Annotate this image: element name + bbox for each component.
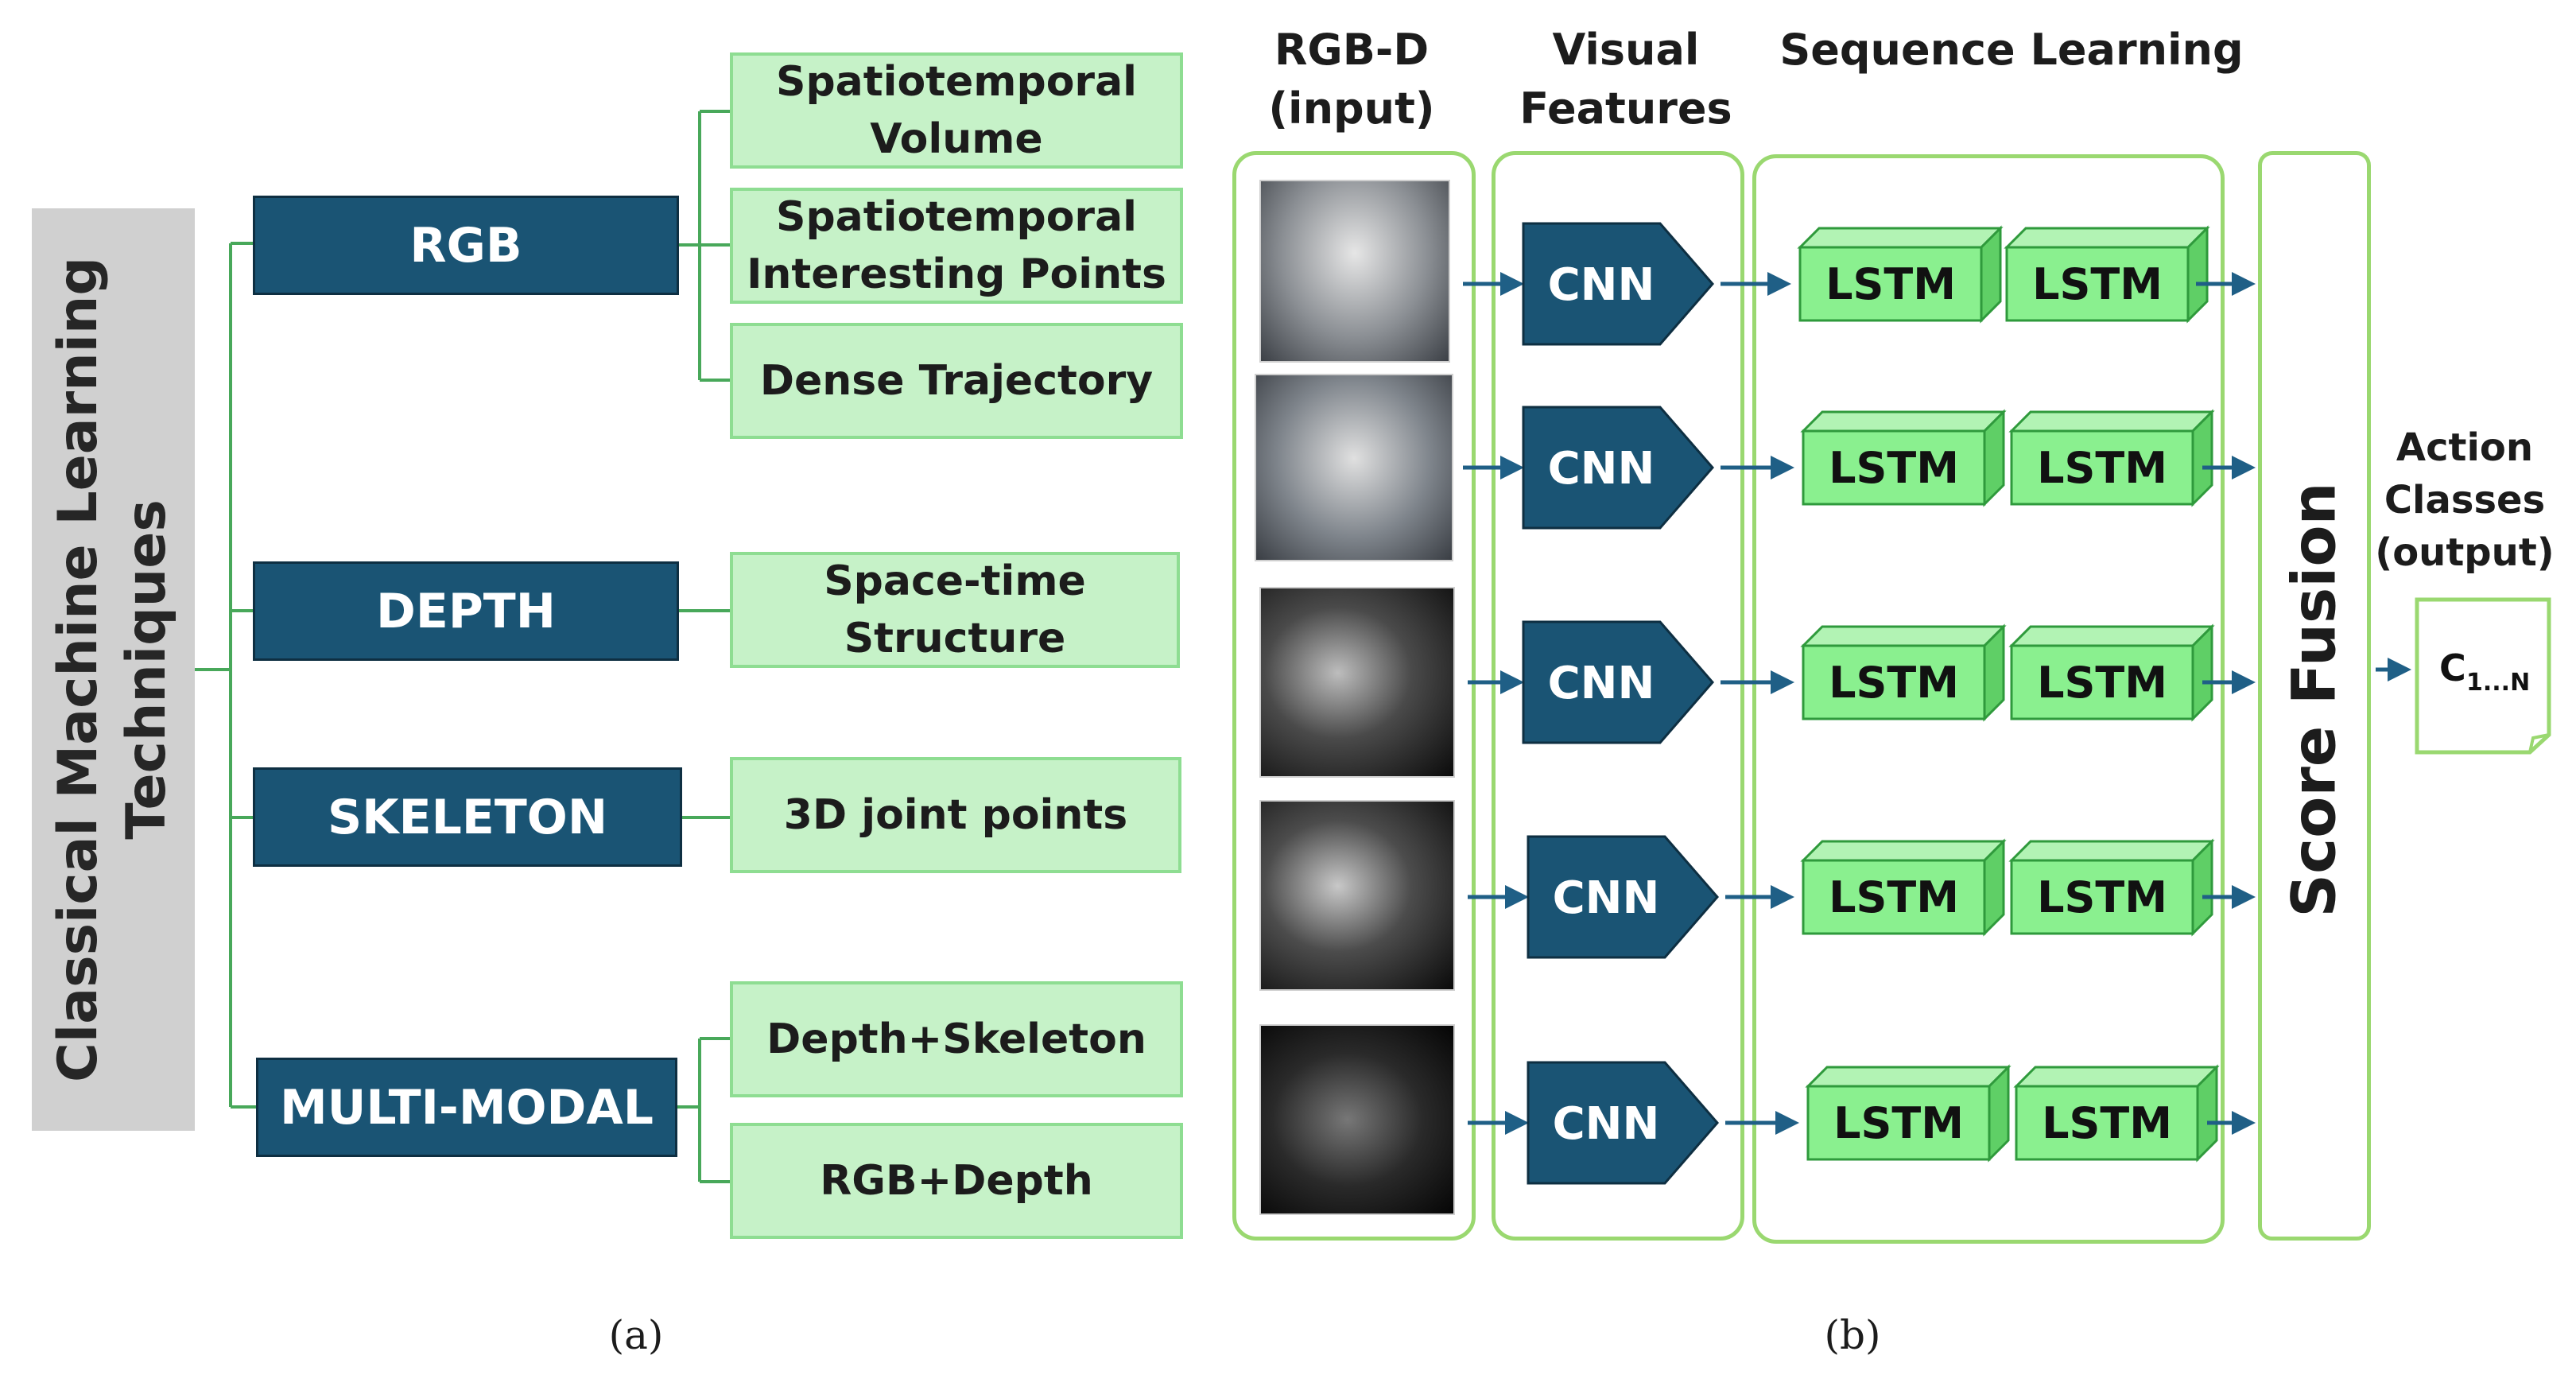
lstm-block-1-b-label: LSTM (2032, 259, 2163, 309)
lstm-block-2-a: LSTM (1800, 409, 2007, 507)
lstm-block-4-a-front (1802, 859, 1986, 935)
panel-visual-features (1492, 151, 1744, 1241)
output-class-label: C (2439, 647, 2466, 689)
panel-sequence-learning (1752, 154, 2225, 1244)
lstm-block-2-b-front (2010, 429, 2194, 506)
lstm-block-1-b-front (2005, 246, 2190, 322)
lstm-block-2-a-front (1802, 429, 1986, 506)
lstm-block-2-b-top (2008, 410, 2215, 433)
lstm-block-2-b: LSTM (2008, 409, 2215, 507)
header-rgbd-input: RGB-D (input) (1268, 25, 1435, 134)
cnn-block-2-shape (1522, 406, 1714, 530)
panel-rgbd-input (1232, 151, 1476, 1241)
lstm-block-4-b-label: LSTM (2037, 872, 2167, 922)
lstm-block-4-a-label: LSTM (1829, 872, 1959, 922)
lstm-block-3-a-label: LSTM (1829, 658, 1959, 708)
caption-a: (a) (608, 1312, 664, 1358)
category-multi-modal: MULTI-MODAL (256, 1058, 677, 1157)
classical-ml-title-box (32, 208, 195, 1131)
lstm-block-3-b-front (2010, 644, 2194, 720)
lstm-block-3-a-front (1802, 644, 1986, 720)
feature-dense-trajectory: Dense Trajectory (730, 323, 1183, 439)
feature-space-time-structure: Space-time Structure (730, 552, 1180, 668)
lstm-block-5-a-top (1805, 1066, 2012, 1088)
input-frame-depth-1 (1259, 587, 1455, 778)
input-frame-rgb-1 (1259, 180, 1450, 363)
lstm-block-1-b: LSTM (2004, 225, 2210, 324)
lstm-block-5-a-front (1806, 1085, 1991, 1161)
lstm-block-4-b-front (2010, 859, 2194, 935)
lstm-block-1-b-top (2004, 227, 2210, 249)
input-frame-depth-2 (1259, 800, 1455, 991)
cnn-block-1: CNN (1522, 222, 1714, 346)
feature-rgb-depth: RGB+Depth (730, 1123, 1183, 1239)
category-depth: DEPTH (253, 561, 679, 661)
cnn-block-3-shape (1522, 620, 1714, 744)
input-frame-rgb-2 (1255, 374, 1453, 561)
lstm-block-5-b-front (2015, 1085, 2199, 1161)
cnn-block-1-shape (1522, 222, 1714, 346)
lstm-block-2-b-label: LSTM (2037, 443, 2167, 493)
lstm-block-3-b-label: LSTM (2037, 658, 2167, 708)
feature-spatiotemporal-interesting-points: Spatiotemporal Interesting Points (730, 188, 1183, 304)
lstm-block-2-a-label: LSTM (1829, 443, 1959, 493)
lstm-block-2-a-top (1800, 410, 2007, 433)
lstm-block-4-a-top (1800, 840, 2007, 862)
lstm-block-5-a-label: LSTM (1833, 1098, 1964, 1148)
cnn-block-5: CNN (1527, 1061, 1719, 1185)
lstm-block-4-b-top (2008, 840, 2215, 862)
lstm-block-4-a: LSTM (1800, 838, 2007, 937)
header-sequence-learning: Sequence Learning (1779, 25, 2244, 75)
lstm-block-5-b-top (2013, 1066, 2220, 1088)
category-rgb: RGB (253, 196, 679, 295)
header-visual-features: Visual Features (1519, 25, 1732, 134)
cnn-block-4-shape (1527, 835, 1719, 959)
input-frame-depth-3 (1259, 1024, 1455, 1215)
lstm-block-3-b-top (2008, 625, 2215, 647)
header-action-classes: Action Classes (output) (2375, 425, 2555, 575)
output-class-subscript: 1...N (2466, 669, 2530, 697)
lstm-block-3-b: LSTM (2008, 623, 2215, 722)
caption-b: (b) (1824, 1312, 1881, 1358)
lstm-block-1-a-front (1798, 246, 1983, 322)
lstm-block-3-a-top (1800, 625, 2007, 647)
lstm-block-5-b: LSTM (2013, 1064, 2220, 1163)
output-document-fold (2528, 733, 2550, 753)
lstm-block-4-b: LSTM (2008, 838, 2215, 937)
cnn-block-2-label: CNN (1548, 443, 1655, 495)
panel-score-fusion (2258, 151, 2371, 1241)
cnn-block-4-label: CNN (1553, 872, 1660, 924)
cnn-block-5-shape (1527, 1061, 1719, 1185)
cnn-block-2: CNN (1522, 406, 1714, 530)
lstm-block-1-a-top (1797, 227, 2004, 249)
category-skeleton: SKELETON (253, 767, 682, 867)
lstm-block-3-a: LSTM (1800, 623, 2007, 722)
cnn-block-1-label: CNN (1548, 259, 1655, 311)
cnn-block-3: CNN (1522, 620, 1714, 744)
lstm-block-5-b-label: LSTM (2042, 1098, 2172, 1148)
feature-3d-joint-points: 3D joint points (730, 757, 1181, 873)
lstm-block-1-a: LSTM (1797, 225, 2004, 324)
output-document-shape (2415, 597, 2551, 755)
lstm-block-1-a-label: LSTM (1825, 259, 1956, 309)
feature-spatiotemporal-volume: Spatiotemporal Volume (730, 52, 1183, 169)
lstm-block-5-a: LSTM (1805, 1064, 2012, 1163)
cnn-block-5-label: CNN (1553, 1098, 1660, 1150)
cnn-block-4: CNN (1527, 835, 1719, 959)
feature-depth-skeleton: Depth+Skeleton (730, 981, 1183, 1097)
cnn-block-3-label: CNN (1548, 658, 1655, 709)
